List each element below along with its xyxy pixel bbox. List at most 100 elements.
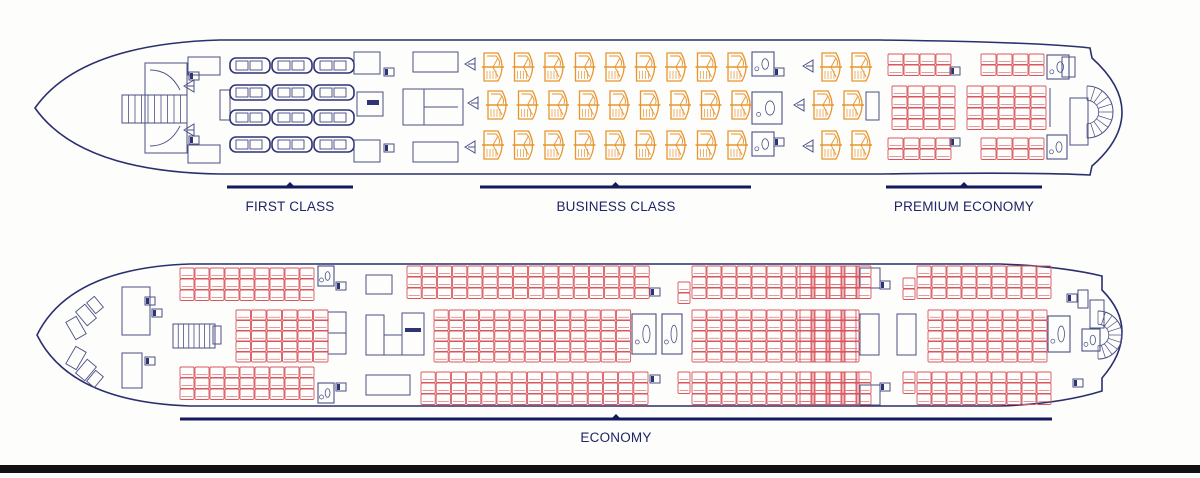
seat [1002,351,1018,363]
seat [547,90,569,120]
seat [194,289,210,301]
seat [850,130,872,160]
seat [224,377,240,389]
seat [706,382,722,394]
seat [466,393,482,405]
seat [976,276,992,288]
seat [570,351,586,363]
seat [539,309,556,321]
seat [282,351,298,363]
crew-rest-panel [74,303,98,327]
seat [1028,137,1045,149]
seat [1032,341,1048,352]
seat [781,351,797,363]
seat [781,265,797,277]
seat [239,289,255,301]
seat [269,289,285,301]
seat [1036,276,1052,288]
seat [998,96,1015,108]
seat [721,382,737,394]
seat [902,277,916,289]
seat [751,330,767,342]
seat [479,330,495,342]
seat [588,287,605,299]
seat [526,393,543,405]
seat [284,267,300,279]
seat [781,341,797,352]
crew-seat-icon [335,382,347,392]
section-bars [180,182,1052,421]
seat [604,265,620,277]
seat [421,287,437,299]
seat [996,137,1013,149]
seat [209,267,225,279]
seat [980,53,997,65]
seat [254,377,270,389]
seat [209,377,225,389]
crew-seat-icon [383,143,395,153]
seat [991,393,1007,405]
seat [766,393,782,405]
crew-seat-icon [1066,293,1078,303]
lavatory-icon [1047,315,1071,353]
seat [481,382,497,394]
seat [585,320,601,331]
main-deck [36,263,1123,407]
seat [751,320,767,331]
seat [736,382,752,394]
seat [766,287,782,299]
seat [271,109,313,126]
stair-landing [1069,97,1089,146]
seat [509,351,525,363]
seat [482,287,498,299]
seat [1032,309,1048,321]
seat [467,287,483,299]
seat [814,276,830,288]
seat [736,265,752,277]
seat [542,382,558,394]
seat [570,309,586,321]
seat [966,96,983,108]
seat [972,320,988,331]
seat [1017,341,1033,352]
seat [420,371,436,383]
seat [799,320,815,331]
seat [1014,85,1031,97]
seat [313,320,329,331]
seat [619,276,635,288]
seat [903,53,920,65]
galley-cart-icon [464,140,476,154]
seat [282,309,298,321]
seat [511,371,527,383]
seat [721,265,737,277]
seat [976,265,992,277]
seat [766,309,782,321]
seat [736,393,752,405]
seat [299,267,315,279]
seat [555,320,571,331]
seat [706,309,722,321]
seat [691,382,707,394]
seat [987,309,1003,321]
seat [931,287,947,299]
seat [602,382,619,394]
seat [829,265,845,277]
seat [229,57,271,74]
seat [972,330,988,342]
seat [266,351,282,363]
crew-seat-icon [649,374,661,384]
seat [991,276,1007,288]
seat [982,118,999,130]
seat [557,371,573,383]
seat [829,393,845,405]
seat [224,388,240,400]
seat [980,148,997,160]
seat [891,96,908,108]
seat [814,382,830,394]
galley-unit [365,314,385,356]
seat [706,341,722,352]
section-bar [180,414,1052,421]
seat [927,320,943,331]
seat [976,287,992,299]
seat [931,276,947,288]
